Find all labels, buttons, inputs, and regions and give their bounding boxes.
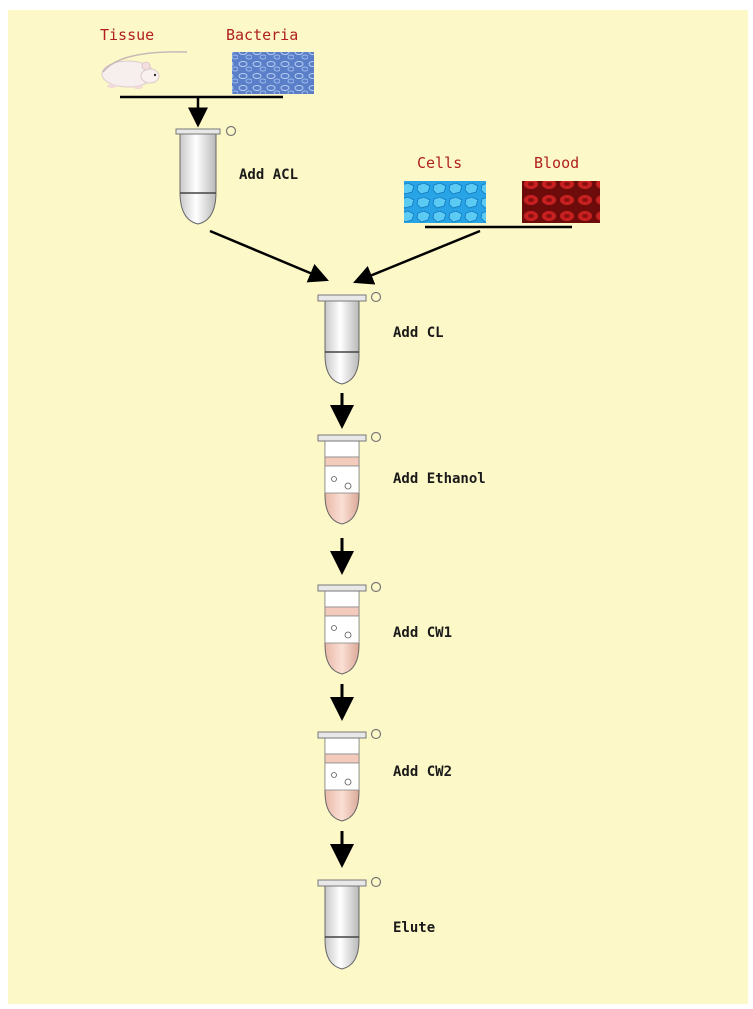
tube-elute bbox=[317, 876, 382, 970]
step-add-cl: Add CL bbox=[393, 325, 444, 341]
tube-ethanol bbox=[317, 431, 382, 525]
bacteria-image bbox=[232, 52, 314, 94]
step-add-cw1: Add CW1 bbox=[393, 625, 453, 641]
cells-label: Cells bbox=[417, 154, 463, 172]
tube-cl bbox=[317, 291, 382, 385]
diagram-background bbox=[8, 10, 748, 1004]
arrow-acl-to-cl bbox=[209, 229, 329, 283]
tissue-label: Tissue bbox=[100, 26, 155, 44]
mouse-icon bbox=[101, 51, 188, 89]
tube-acl bbox=[175, 125, 237, 225]
tube-cw2 bbox=[317, 728, 382, 822]
cells-image bbox=[404, 181, 486, 223]
blood-label: Blood bbox=[534, 154, 580, 172]
step-add-cw2: Add CW2 bbox=[393, 764, 453, 780]
bacteria-label: Bacteria bbox=[226, 26, 299, 44]
arrow-cells-to-cl bbox=[353, 229, 481, 285]
blood-image bbox=[522, 181, 600, 223]
step-elute: Elute bbox=[393, 920, 436, 936]
step-add-acl: Add ACL bbox=[239, 167, 299, 183]
tube-cw1 bbox=[317, 581, 382, 675]
step-add-ethanol: Add Ethanol bbox=[393, 471, 486, 487]
